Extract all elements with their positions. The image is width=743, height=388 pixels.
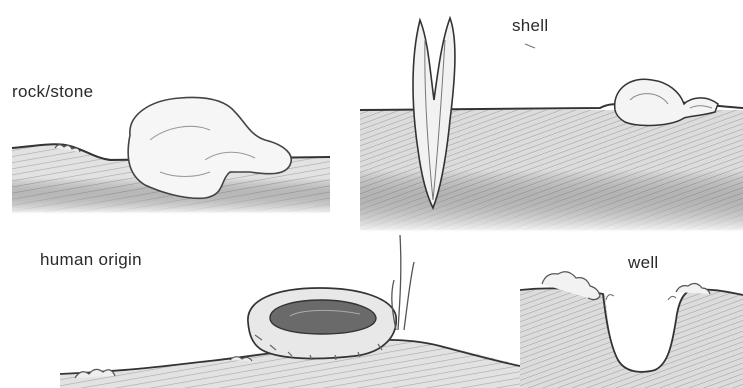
label-rock-stone: rock/stone <box>12 82 93 102</box>
panel-rock-stone <box>12 98 330 214</box>
label-human-origin: human origin <box>40 250 142 270</box>
label-shell: shell <box>512 16 548 36</box>
panel-shell <box>360 18 743 232</box>
panel-well <box>520 272 743 388</box>
label-well: well <box>628 253 659 273</box>
rocks-well-right <box>676 283 710 294</box>
soil-well <box>520 289 743 388</box>
